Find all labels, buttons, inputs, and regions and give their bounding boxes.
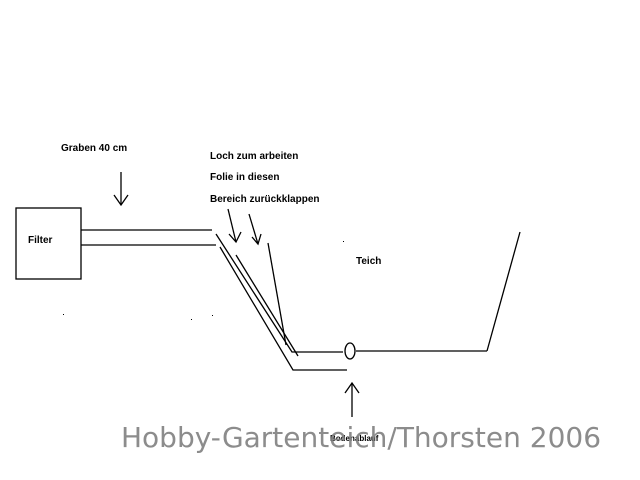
loch-label-line1: Loch zum arbeiten [210, 151, 298, 162]
loch-label-line3: Bereich zurückklappen [210, 194, 319, 205]
graben-label: Graben 40 cm [61, 143, 127, 154]
watermark-text: Hobby-Gartenteich/Thorsten 2006 [121, 421, 601, 454]
filter-box: Filter [15, 207, 82, 280]
filter-label: Filter [28, 235, 53, 246]
loch-label-line2: Folie in diesen [210, 172, 279, 183]
graben-arrow [113, 172, 129, 207]
bodenablauf-label: Bodenablauf [330, 434, 379, 443]
filter-pipe [81, 229, 216, 246]
stray-dots [63, 241, 344, 320]
bottom-drain-symbol [344, 342, 356, 360]
teich-label: Teich [356, 256, 381, 267]
drain-pipe [215, 233, 347, 371]
pond-outline [235, 231, 521, 357]
loch-arrow-1 [227, 208, 242, 244]
loch-arrow-2 [248, 213, 262, 246]
bodenablauf-arrow [344, 381, 360, 417]
